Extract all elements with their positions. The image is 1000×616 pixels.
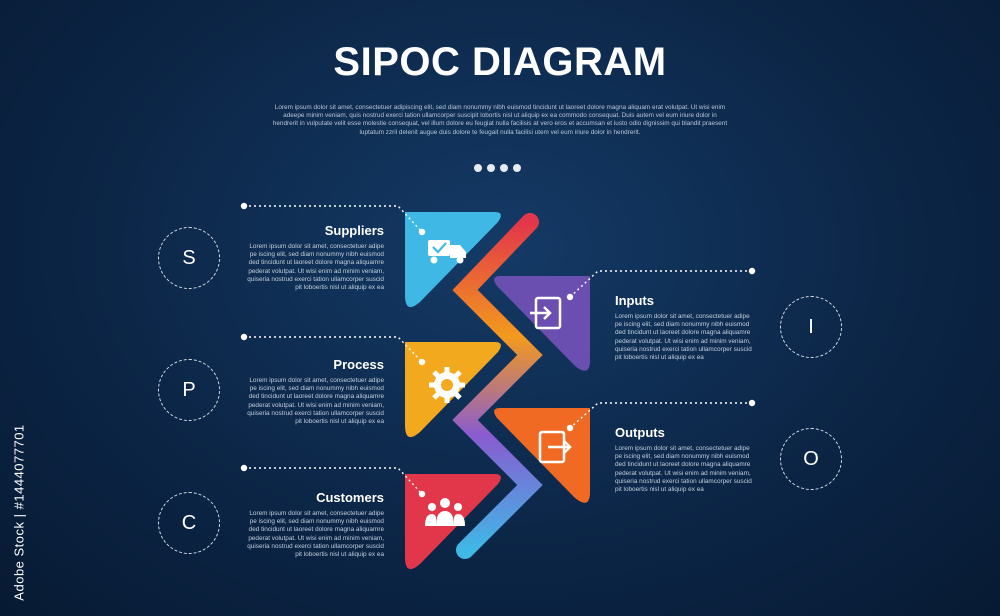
suppliers-description: Lorem ipsum dolor sit amet, consectetuer… <box>247 243 384 292</box>
letter-circle-i: I <box>780 296 842 358</box>
letter-circle-s: S <box>158 227 220 289</box>
leader-lines <box>244 205 752 495</box>
suppliers-shape <box>405 212 501 308</box>
outputs-shape <box>494 408 590 503</box>
zigzag-path <box>452 213 543 559</box>
outputs-heading: Outputs <box>615 425 665 440</box>
stock-credit: Adobe Stock | #1444077701 <box>11 424 27 601</box>
letter-circle-o: O <box>780 428 842 490</box>
customers-description: Lorem ipsum dolor sit amet, consectetuer… <box>247 510 384 559</box>
outputs-description: Lorem ipsum dolor sit amet, consectetuer… <box>615 445 752 494</box>
group-icon <box>425 498 465 526</box>
leader-dots <box>240 202 756 498</box>
letter-circle-c: C <box>158 492 220 554</box>
suppliers-heading: Suppliers <box>324 223 384 238</box>
inputs-shape <box>494 276 590 371</box>
customers-heading: Customers <box>316 490 384 505</box>
intro-text: Lorem ipsum dolor sit amet, consectetuer… <box>272 104 728 136</box>
process-description: Lorem ipsum dolor sit amet, consectetuer… <box>247 377 384 426</box>
page-title: SIPOC DIAGRAM <box>333 40 667 84</box>
letter-circle-p: P <box>158 359 220 421</box>
inputs-description: Lorem ipsum dolor sit amet, consectetuer… <box>615 313 752 362</box>
sign-out-icon <box>538 430 572 464</box>
truck-check-icon <box>428 240 466 264</box>
sign-in-icon <box>530 296 562 330</box>
pagination-dots <box>474 159 526 177</box>
process-heading: Process <box>333 357 384 372</box>
inputs-heading: Inputs <box>615 293 654 308</box>
gear-icon <box>429 367 465 403</box>
